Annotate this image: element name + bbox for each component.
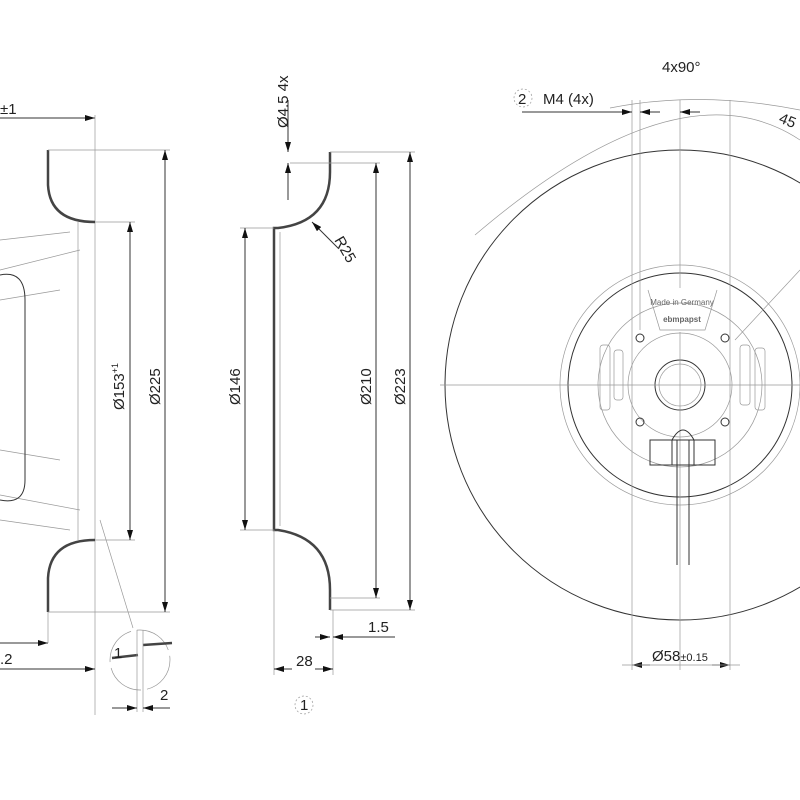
- side-view: ±1 Ø153+1 Ø225 .2 1 2: [0, 101, 173, 715]
- dim-225: Ø225: [147, 368, 164, 405]
- screw-holes: [635, 333, 730, 427]
- dim-223: Ø223: [392, 368, 409, 405]
- inlet-ring-view: Ø4.5 4x R25 Ø146 Ø210 Ø223 1.5 28 1: [227, 75, 415, 715]
- dim-146: Ø146: [227, 368, 244, 405]
- callout-1: 1: [300, 697, 308, 714]
- thread-label: M4 (4x): [543, 91, 594, 108]
- callout-2: 2: [518, 91, 526, 108]
- made-in-label: Made in Germany: [650, 298, 714, 307]
- dim-28: 28: [296, 653, 313, 670]
- dim-fragment: .2: [0, 651, 13, 668]
- brand-logo: ebmpapst: [663, 315, 701, 324]
- front-view: Made in Germany ebmpapst 2 M4 (4x) 4x90°…: [440, 59, 800, 670]
- angle-label: 4x90°: [662, 59, 701, 76]
- tolerance-fragment: ±1: [0, 101, 17, 118]
- dim-153: Ø153+1: [110, 363, 128, 410]
- dim-210: Ø210: [358, 368, 375, 405]
- angle-45-label: 45: [777, 110, 799, 132]
- detail-dim: 2: [160, 687, 168, 704]
- radius-dim: R25: [331, 234, 359, 266]
- dim-1-5: 1.5: [368, 619, 389, 636]
- detail-label: 1: [114, 645, 122, 662]
- dim-58: Ø58±0.15: [652, 648, 708, 665]
- hole-dim: Ø4.5 4x: [275, 75, 292, 128]
